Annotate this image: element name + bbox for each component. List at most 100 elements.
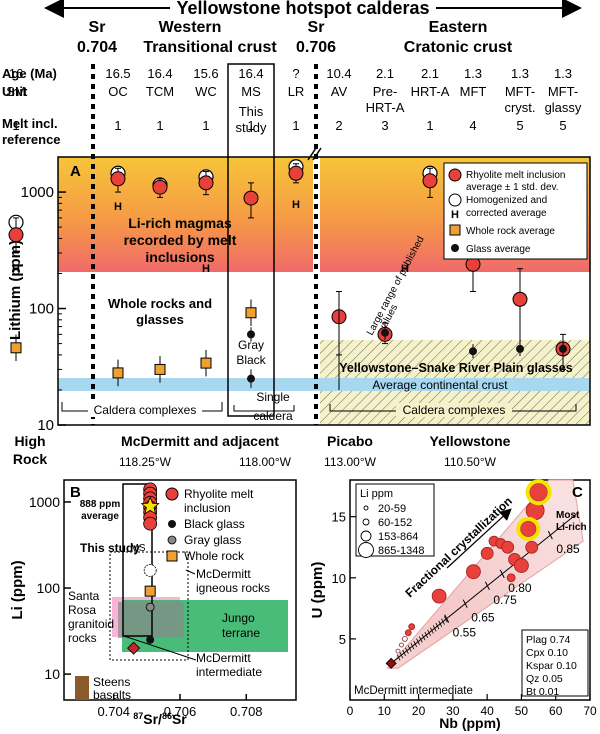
- a-ytick-1000: 1000: [21, 184, 54, 201]
- mineral-4: Qz 0.05: [526, 673, 563, 685]
- ms-label: MS: [131, 543, 146, 554]
- c-most-li-highlight: [525, 479, 552, 506]
- single-caldera-2: caldera: [253, 409, 293, 423]
- c-point-17: [525, 540, 539, 554]
- c-fc-minor-tick: [399, 651, 404, 659]
- caldera-complexes-2: Caldera complexes: [403, 403, 506, 417]
- group1-sr: Sr: [89, 19, 106, 36]
- col-age-8: 2.1: [421, 66, 439, 81]
- col-age-1: 16.5: [105, 66, 130, 81]
- this-study-b-box: [122, 483, 153, 637]
- lon-1: 118.25°W: [119, 455, 172, 469]
- b-mcd-intermediate-0: [127, 641, 141, 655]
- a-h-label-1: H: [202, 263, 210, 275]
- c-ytick-2: 15: [332, 510, 346, 525]
- a-h-label-0: H: [12, 263, 20, 275]
- li-rich-label-1: Li-rich magmas: [128, 215, 232, 231]
- caldera-complexes-1: Caldera complexes: [94, 403, 197, 417]
- c-mcd-intermediate: [385, 657, 397, 669]
- col-ref-3: 1: [202, 118, 209, 133]
- col-ref-6: 2: [335, 118, 342, 133]
- c-point-5: [408, 623, 416, 631]
- c-fc-minor-tick: [427, 629, 431, 636]
- panel-c-ylabel: U (ppm): [309, 562, 326, 619]
- column-headers: 16SM116.5OC116.4TCM115.6WC116.4MS1?LR110…: [6, 66, 582, 133]
- mineral-5: Bt 0.01: [526, 686, 559, 698]
- santa-2: Rosa: [68, 603, 96, 617]
- group2-sr: Sr: [308, 19, 325, 36]
- c-fc-minor-tick: [418, 636, 423, 643]
- figure-title: Yellowstone hotspot calderas: [176, 0, 429, 18]
- a-glass-point-10: [516, 344, 524, 353]
- mcd-inter-b-1: McDermitt: [196, 651, 251, 665]
- panel-a-legend: [443, 162, 588, 260]
- c-point-8: [480, 546, 494, 560]
- ysrp-label: Yellowstone–Snake River Plain glasses: [339, 361, 572, 375]
- group1-name: Western: [159, 19, 222, 36]
- col-ref-8: 1: [426, 118, 433, 133]
- col-age-10: 1.3: [511, 66, 529, 81]
- c-fc-minor-tick: [407, 645, 412, 652]
- col-ref-5: 1: [292, 118, 299, 133]
- li-rich-label-2: recorded by melt: [124, 232, 237, 248]
- legend-b-black: Black glass: [184, 517, 245, 531]
- mcd-igneous-1: McDermitt: [196, 567, 251, 581]
- b-whole-point-0: [144, 585, 156, 597]
- b-open-point: [143, 564, 157, 577]
- col-unit2-11: glassy: [545, 100, 582, 115]
- mineral-3: Kspar 0.10: [526, 660, 577, 672]
- c-fc-tick-label-1: 0.65: [471, 611, 495, 625]
- c-xtick-2: 20: [412, 704, 426, 718]
- col-unit-7: Pre-: [373, 84, 398, 99]
- b-ytick-10: 10: [44, 666, 60, 682]
- group1-crust: Transitional crust: [143, 39, 277, 56]
- b-melt-point-7: [143, 516, 158, 531]
- fc-line: [390, 513, 577, 664]
- col-ref-2: 1: [156, 118, 163, 133]
- c-point-2: [399, 642, 404, 648]
- c-fc-minor-tick: [435, 622, 440, 630]
- c-xtick-5: 50: [515, 704, 529, 718]
- avg-888-1: 888 ppm: [80, 499, 121, 510]
- col-unit-11: MFT-: [548, 84, 578, 99]
- col-ref-9: 4: [469, 118, 476, 133]
- panel-a-ylabel: Lithium (ppm): [7, 240, 24, 340]
- black-label: Black: [236, 353, 266, 367]
- a-h-label-lr: H: [292, 199, 300, 211]
- row-label-age: Age (Ma): [2, 66, 57, 81]
- col-unit-1: OC: [108, 84, 128, 99]
- a-melt-point-8: [422, 173, 438, 189]
- this-study-1: This: [239, 104, 264, 119]
- c-fc-tick-label-3: 0.80: [508, 581, 532, 595]
- loc-rock: Rock: [13, 451, 47, 467]
- b-xtick-1: 0.706: [164, 704, 197, 719]
- jungo-2: terrane: [222, 626, 260, 640]
- loc-yellowstone: Yellowstone: [430, 433, 511, 449]
- mcd-inter-c: McDermitt intermediate: [354, 685, 473, 697]
- panel-c-letter: C: [572, 484, 583, 501]
- c-fc-tick-label-2: 0.75: [493, 593, 517, 607]
- c-fc-tick-0: [444, 614, 450, 623]
- col-ref-10: 5: [516, 118, 523, 133]
- mineral-box: [521, 629, 589, 697]
- c-point-3: [401, 635, 408, 642]
- col-age-5: ?: [292, 66, 299, 81]
- c-fc-minor-tick: [443, 616, 448, 623]
- c-point-7: [466, 564, 481, 580]
- steens-box: [75, 676, 89, 700]
- a-glass-point-7: [381, 328, 389, 337]
- col-unit-3: WC: [195, 84, 217, 99]
- c-ytick-1: 10: [332, 571, 346, 586]
- legend-b-melt1: Rhyolite melt: [184, 487, 254, 501]
- b-ytick-1000: 1000: [29, 494, 60, 510]
- col-ref-4: 1: [247, 118, 254, 133]
- c-fc-minor-tick: [410, 643, 415, 650]
- santa-1: Santa: [68, 589, 100, 603]
- c-xtick-7: 70: [583, 704, 597, 718]
- santa-4: rocks: [68, 631, 97, 645]
- col-age-9: 1.3: [464, 66, 482, 81]
